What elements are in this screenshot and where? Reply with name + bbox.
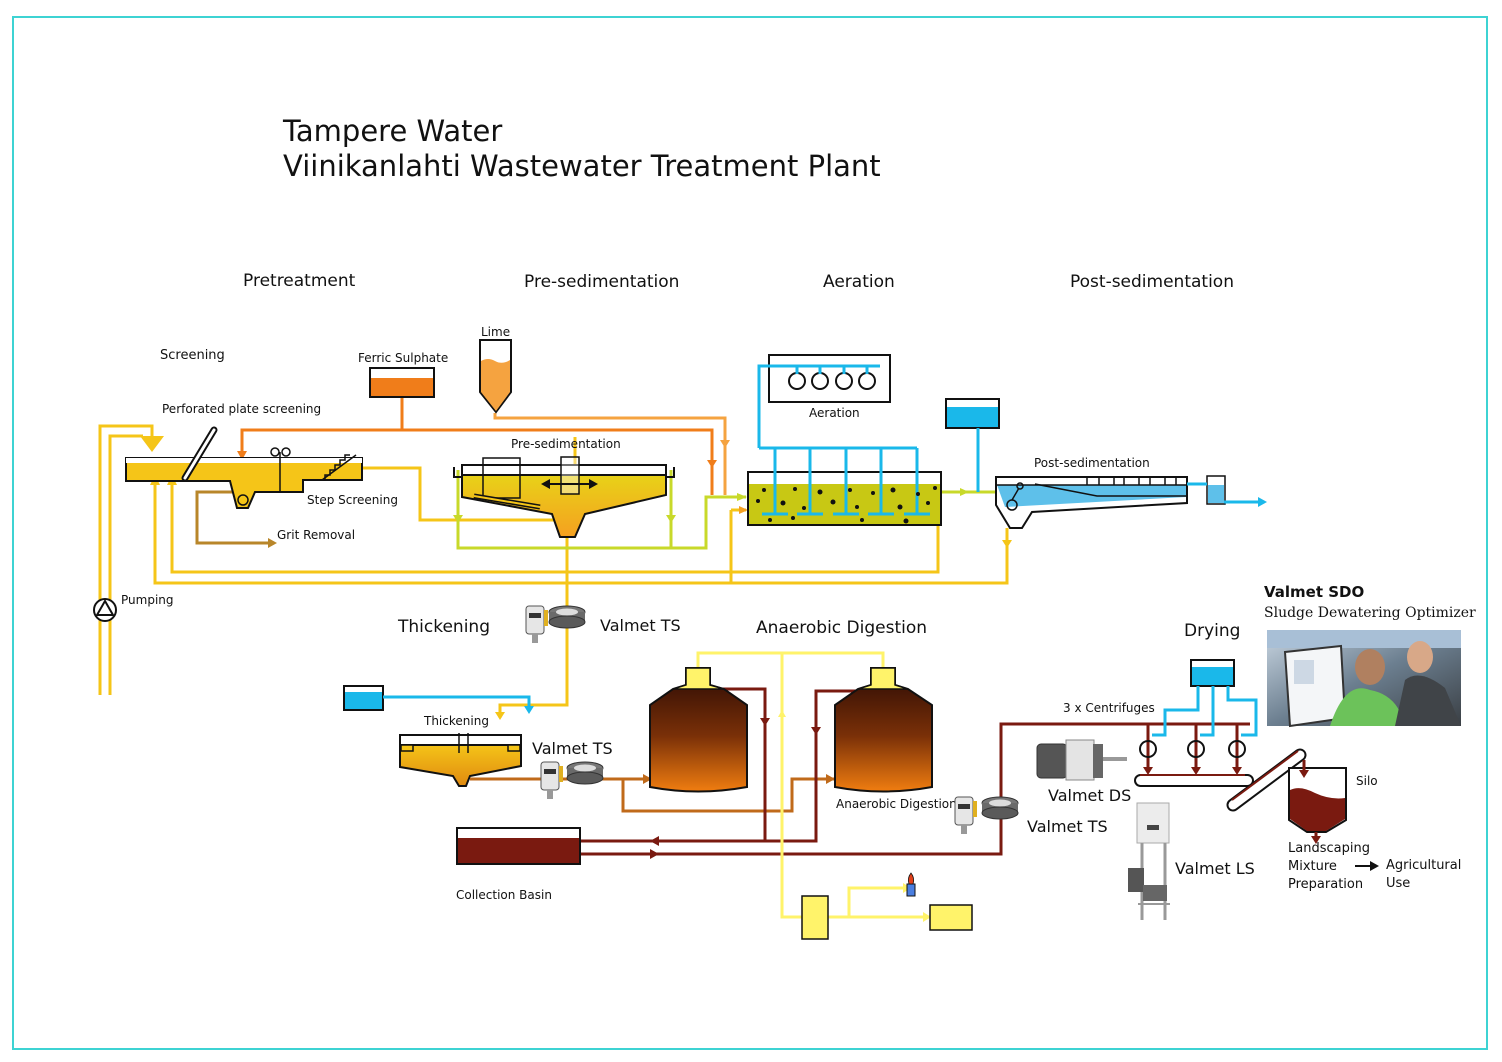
polymer-tank [1190, 659, 1235, 687]
centrifuges [1139, 740, 1246, 775]
section-thickening: Thickening [397, 617, 490, 637]
title-line1: Tampere Water [282, 114, 502, 148]
collection-basin [456, 827, 581, 865]
digested-pipes [580, 687, 1250, 856]
label-valmet-ts-2: Valmet TS [532, 739, 613, 758]
post-chemical-tank [945, 398, 1000, 492]
aeration-inlet-arrow [739, 506, 748, 514]
label-valmet-ds: Valmet DS [1048, 786, 1131, 805]
thickening-inlet-arrow [495, 712, 505, 720]
postsedimentation-tank [995, 475, 1267, 529]
valmet-ts-sensor-3[interactable] [954, 796, 1019, 834]
biogas-pipes [696, 651, 930, 919]
sdo-title: Valmet SDO [1264, 583, 1364, 601]
label-agricultural-1: Agricultural [1386, 858, 1461, 873]
presedimentation-tank [453, 456, 675, 538]
return-arrow-basin [650, 836, 659, 846]
label-collection-basin: Collection Basin [456, 888, 552, 902]
label-screening: Screening [160, 348, 225, 363]
valmet-ts-sensor-2[interactable] [540, 761, 604, 799]
label-presed-tank: Pre-sedimentation [511, 437, 621, 451]
section-drying: Drying [1184, 621, 1240, 641]
grit-pipe [195, 490, 272, 545]
ferric-arrow-2 [707, 460, 717, 468]
aeration-blowers [768, 354, 891, 403]
label-landscaping-3: Preparation [1288, 877, 1363, 892]
label-valmet-ls: Valmet LS [1175, 859, 1255, 878]
lime-arrow [720, 440, 730, 448]
label-perforated-plate: Perforated plate screening [162, 402, 321, 416]
silo [1288, 760, 1347, 844]
valmet-ds-sensor[interactable] [1036, 739, 1127, 781]
label-grit-removal: Grit Removal [277, 528, 355, 542]
green-arrow-4 [960, 488, 969, 496]
label-lime: Lime [481, 325, 510, 339]
label-aeration-blowers: Aeration [809, 406, 860, 420]
label-thickening-tank: Thickening [423, 714, 489, 728]
thickening-water-tank [343, 685, 534, 714]
label-step-screening: Step Screening [307, 493, 398, 507]
valmet-ts-sensor-1[interactable] [525, 605, 586, 643]
polymer-pipes [1152, 686, 1258, 737]
label-agricultural-2: Use [1386, 876, 1410, 891]
sdo-subtitle: Sludge Dewatering Optimizer [1264, 605, 1476, 621]
conveyor-horizontal [1134, 774, 1254, 787]
section-postsedimentation: Post-sedimentation [1070, 272, 1234, 292]
sdo-photo [1267, 630, 1461, 728]
green-arrow-2 [666, 515, 676, 523]
valmet-ls-sensor[interactable] [1128, 802, 1170, 920]
gas-holder [801, 895, 829, 940]
grit-arrow [268, 538, 277, 548]
section-presedimentation: Pre-sedimentation [524, 272, 679, 292]
label-ferric-sulphate: Ferric Sulphate [358, 351, 448, 365]
conveyor-inclined [1226, 748, 1307, 812]
green-arrow-1 [453, 515, 463, 523]
pump-icon [93, 598, 117, 622]
label-digestion-tank: Anaerobic Digestion [836, 797, 957, 811]
thickening-tank [399, 733, 522, 787]
gas-engine [929, 904, 973, 931]
digester-1 [649, 667, 748, 793]
diagram-frame [12, 16, 1488, 1050]
ferric-arrow [237, 451, 247, 460]
label-landscaping-1: Landscaping [1288, 841, 1370, 856]
aeration-tank [747, 448, 942, 526]
section-pretreatment: Pretreatment [243, 271, 356, 291]
digested-arrow-2 [811, 727, 821, 735]
lime-silo [479, 339, 512, 414]
title-line2: Viinikanlahti Wastewater Treatment Plant [283, 149, 881, 183]
feed-arrow-dewatering [650, 849, 659, 859]
digested-arrow-1 [760, 718, 770, 726]
sludge-arrow-2 [826, 774, 835, 784]
label-centrifuges: 3 x Centrifuges [1063, 701, 1155, 715]
label-postsed-tank: Post-sedimentation [1034, 456, 1150, 470]
intake-arrow [140, 436, 164, 452]
section-anaerobic-digestion: Anaerobic Digestion [756, 618, 927, 638]
label-silo: Silo [1356, 774, 1378, 788]
pretreatment-channel [125, 426, 363, 509]
section-aeration: Aeration [823, 272, 895, 292]
label-landscaping-2: Mixture [1288, 859, 1337, 874]
label-valmet-ts-1: Valmet TS [600, 616, 681, 635]
label-valmet-ts-3: Valmet TS [1027, 817, 1108, 836]
label-pumping: Pumping [121, 593, 174, 607]
digester-2 [834, 667, 933, 793]
biogas-arrow [778, 710, 786, 717]
postsed-arrow [1002, 540, 1012, 548]
green-arrow-3 [737, 493, 747, 501]
flare-icon [906, 872, 916, 897]
sludge-arrow-1 [643, 774, 652, 784]
lime-pipes [493, 413, 727, 495]
ferric-sulphate-tank [369, 367, 435, 398]
arrow-right-icon [1355, 861, 1379, 871]
biogas-arrow-engine [923, 912, 931, 922]
